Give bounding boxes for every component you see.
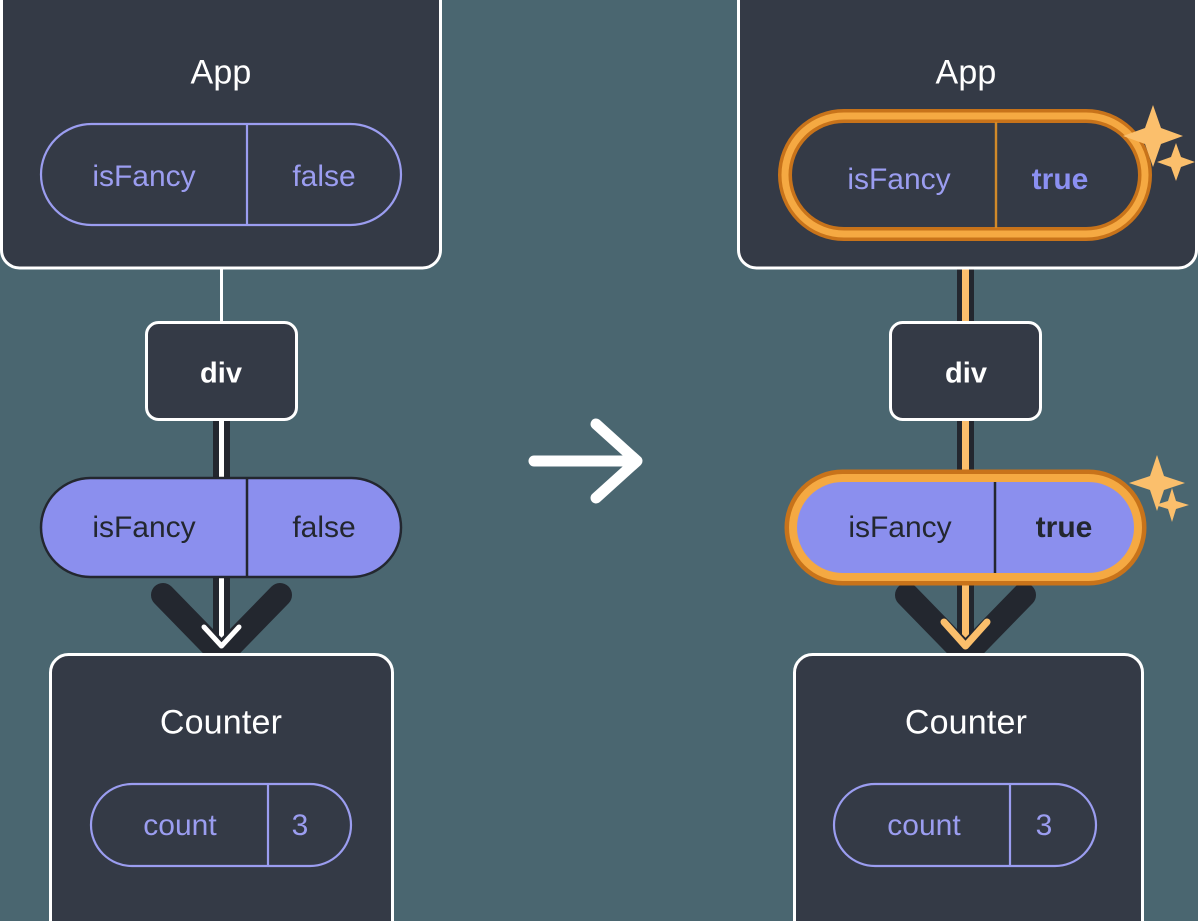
counter-box-left[interactable] <box>49 653 394 921</box>
arrowhead-highlight-right <box>940 618 991 650</box>
arrowhead-light-left <box>201 624 242 649</box>
prop-pill-left[interactable] <box>39 476 403 579</box>
app-box-left[interactable] <box>0 0 442 270</box>
prop-pill-right[interactable] <box>789 474 1142 581</box>
transition-arrow <box>528 418 643 504</box>
div-box-left[interactable] <box>145 321 298 421</box>
sparkle-large-icon <box>1129 455 1185 511</box>
sparkle-large-icon <box>1123 105 1183 167</box>
panel-before <box>0 0 442 921</box>
app-state-pill-highlight-inner-right <box>781 112 1149 238</box>
counter-state-pill-left[interactable] <box>89 782 353 868</box>
app-box-right[interactable] <box>737 0 1198 270</box>
counter-box-right[interactable] <box>793 653 1144 921</box>
app-state-pill-left[interactable] <box>39 122 403 227</box>
sparkle-small-icon <box>1155 488 1189 522</box>
sparkle-group-app-right <box>1123 105 1195 181</box>
sparkle-small-icon <box>1157 143 1195 181</box>
sparkle-group-prop-right <box>1129 455 1189 522</box>
panel-after <box>737 0 1198 921</box>
counter-state-pill-right[interactable] <box>832 782 1098 868</box>
div-box-right[interactable] <box>889 321 1042 421</box>
